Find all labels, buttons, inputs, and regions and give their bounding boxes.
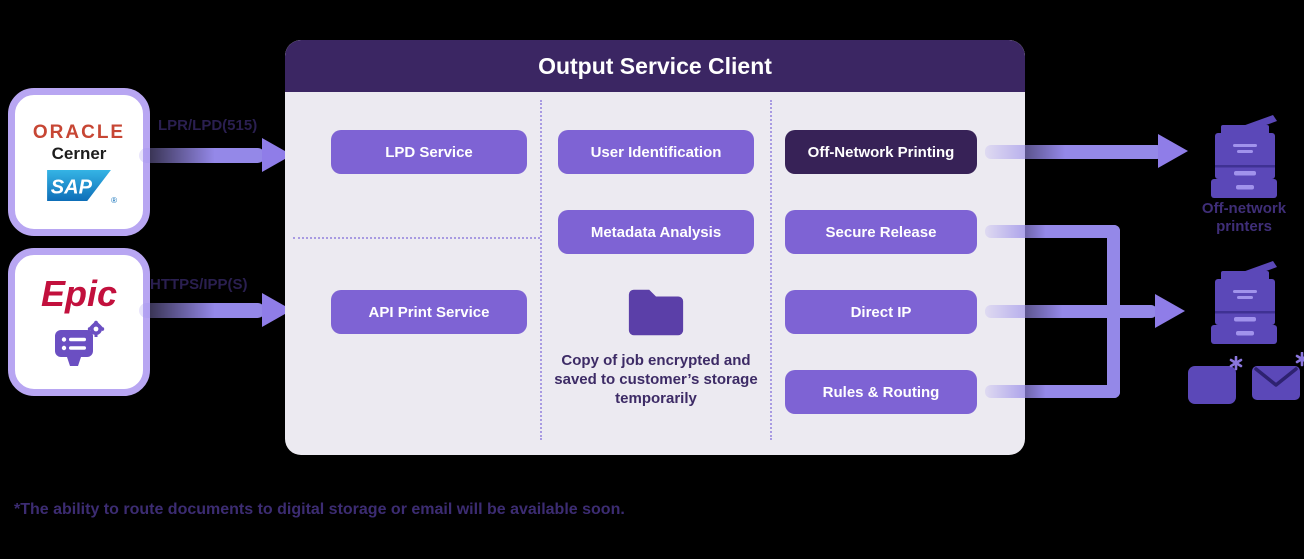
source-box-epic: Epic xyxy=(8,248,150,396)
arrow-offnetwork-head-icon xyxy=(1158,134,1188,168)
source-box-oracle-cerner-sap: ORACLE Cerner SAP ® xyxy=(8,88,150,236)
connector-rules-routing xyxy=(985,385,1120,398)
sap-logo: SAP ® xyxy=(47,170,117,205)
email-envelope-icon xyxy=(1250,352,1304,408)
asterisk-icon xyxy=(1229,356,1243,371)
protocol-label-lpr: LPR/LPD(515) xyxy=(158,117,258,134)
cerner-logo: Cerner xyxy=(51,144,107,163)
node-api-print-service: API Print Service xyxy=(331,290,527,334)
output-service-client-panel: Output Service Client LPD Service API Pr… xyxy=(285,40,1025,455)
arrow-ehr1-to-client xyxy=(139,148,265,163)
column-divider-2 xyxy=(770,100,772,440)
arrow-ehr2-to-client xyxy=(139,303,265,318)
off-network-printer-icon xyxy=(1203,112,1285,204)
panel-header: Output Service Client xyxy=(285,40,1025,92)
node-lpd-service: LPD Service xyxy=(331,130,527,174)
node-off-network-printing: Off-Network Printing xyxy=(785,130,977,174)
protocol-label-https-ipp: HTTPS/IPP(S) xyxy=(150,276,248,293)
connector-direct-ip xyxy=(985,305,1157,318)
asterisk-icon xyxy=(1295,352,1304,367)
node-rules-routing: Rules & Routing xyxy=(785,370,977,414)
epic-logo: Epic xyxy=(40,273,118,314)
folder-caption: Copy of job encrypted and saved to custo… xyxy=(554,352,758,407)
svg-text:SAP: SAP xyxy=(51,177,93,199)
connector-secure-release xyxy=(985,225,1120,238)
folder-icon xyxy=(625,284,687,338)
row-divider-column1 xyxy=(293,237,540,239)
node-metadata-analysis: Metadata Analysis xyxy=(558,210,754,254)
sap-registered-mark: ® xyxy=(111,196,117,205)
footnote: *The ability to route documents to digit… xyxy=(14,501,625,518)
arrow-network-printer-head-icon xyxy=(1155,294,1185,328)
print-server-gear-icon xyxy=(52,320,106,368)
panel-title: Output Service Client xyxy=(538,52,772,79)
node-secure-release: Secure Release xyxy=(785,210,977,254)
network-printer-icon xyxy=(1203,258,1285,350)
node-user-identification: User Identification xyxy=(558,130,754,174)
column-divider-1 xyxy=(540,100,542,440)
node-direct-ip: Direct IP xyxy=(785,290,977,334)
off-network-printers-label: Off-network printers xyxy=(1201,200,1287,235)
digital-storage-icon xyxy=(1186,356,1244,408)
oracle-logo: ORACLE xyxy=(32,122,126,143)
connector-offnetwork xyxy=(985,145,1163,159)
